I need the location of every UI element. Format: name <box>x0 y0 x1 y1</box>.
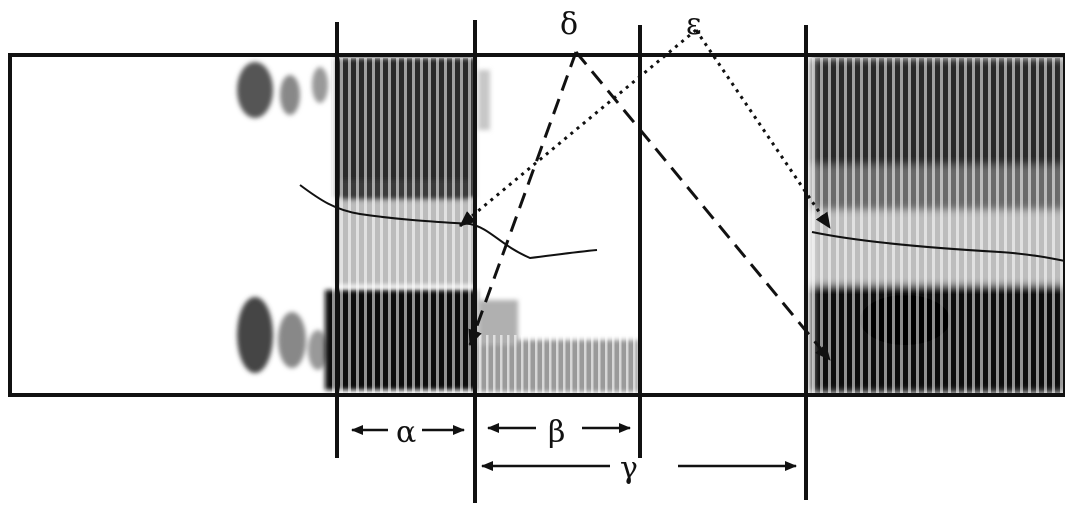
vowel-block-alpha <box>325 58 480 393</box>
delta-arrow-right <box>574 51 832 361</box>
label-gamma: γ <box>620 451 638 486</box>
epsilon-arrow-right <box>694 29 832 229</box>
label-alpha: α <box>396 415 416 450</box>
vowel-block-right <box>812 58 1065 393</box>
label-epsilon: ε <box>686 7 702 42</box>
label-delta: δ <box>560 7 578 42</box>
epsilon-arrow-left <box>459 28 697 228</box>
onset-noise <box>237 62 328 373</box>
label-beta: β <box>548 415 565 450</box>
delta-arrow-left <box>468 51 578 346</box>
pitch-contour-right <box>811 231 1065 262</box>
spectrogram-texture <box>237 58 1065 393</box>
spectrogram-frame <box>8 53 1065 397</box>
